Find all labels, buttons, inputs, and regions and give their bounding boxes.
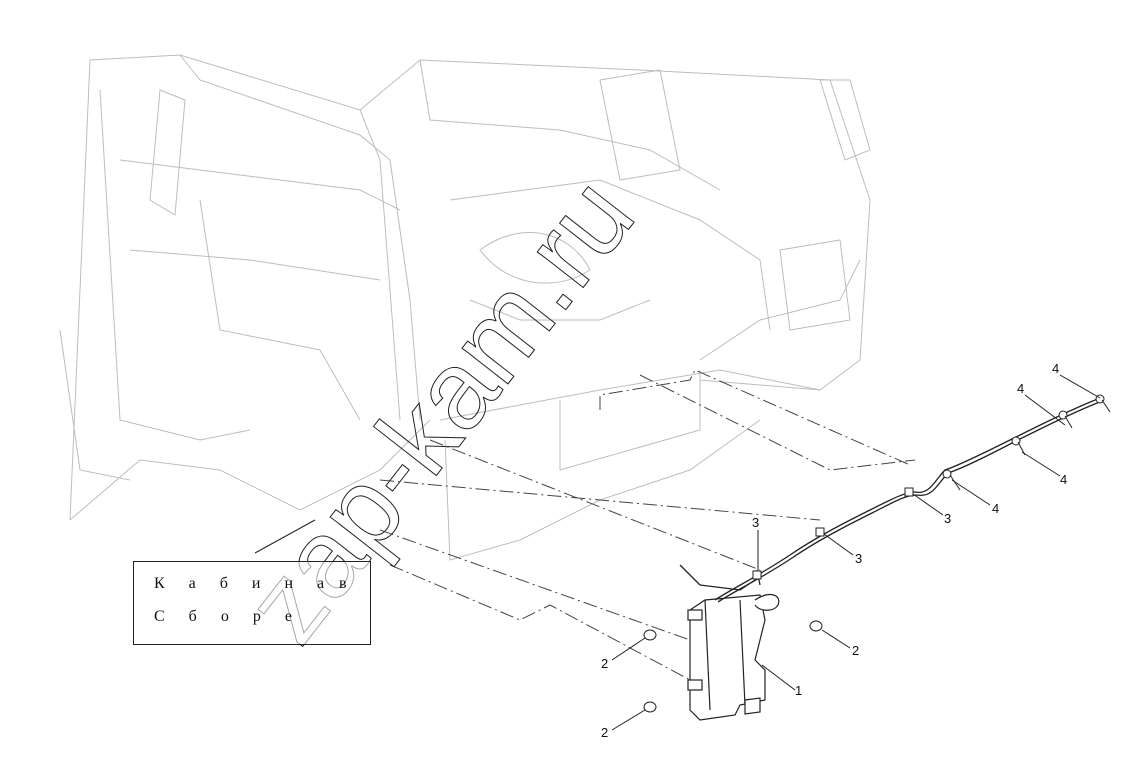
cab-assembly-label: К а б и н а в С б о р е: [133, 561, 371, 645]
washer-hose: [679, 397, 1103, 603]
callout-1: 1: [795, 683, 802, 698]
callout-4a: 4: [992, 501, 999, 516]
callout-4d: 4: [1052, 361, 1059, 376]
callout-3b: 3: [855, 551, 862, 566]
callout-numbers: 1 2 2 2 3 3 3 4 4 4 4: [601, 361, 1067, 740]
callout-4c: 4: [1017, 381, 1024, 396]
label-line-2: С б о р е: [154, 608, 302, 625]
cab-outline: [59, 54, 871, 561]
callout-3c: 3: [944, 511, 951, 526]
callout-3a: 3: [752, 515, 759, 530]
alignment-lines: [379, 369, 916, 681]
fastener-nuts: [643, 620, 823, 713]
callout-4b: 4: [1060, 472, 1067, 487]
label-line-1-tail: в: [339, 575, 347, 592]
callout-2a: 2: [601, 656, 608, 671]
label-line-1: К а б и н а: [154, 575, 335, 592]
callout-2b: 2: [601, 725, 608, 740]
washer-reservoir: [687, 593, 780, 721]
hose-clips: [752, 394, 1111, 580]
leader-lines: [254, 374, 1101, 731]
callout-2c: 2: [852, 643, 859, 658]
